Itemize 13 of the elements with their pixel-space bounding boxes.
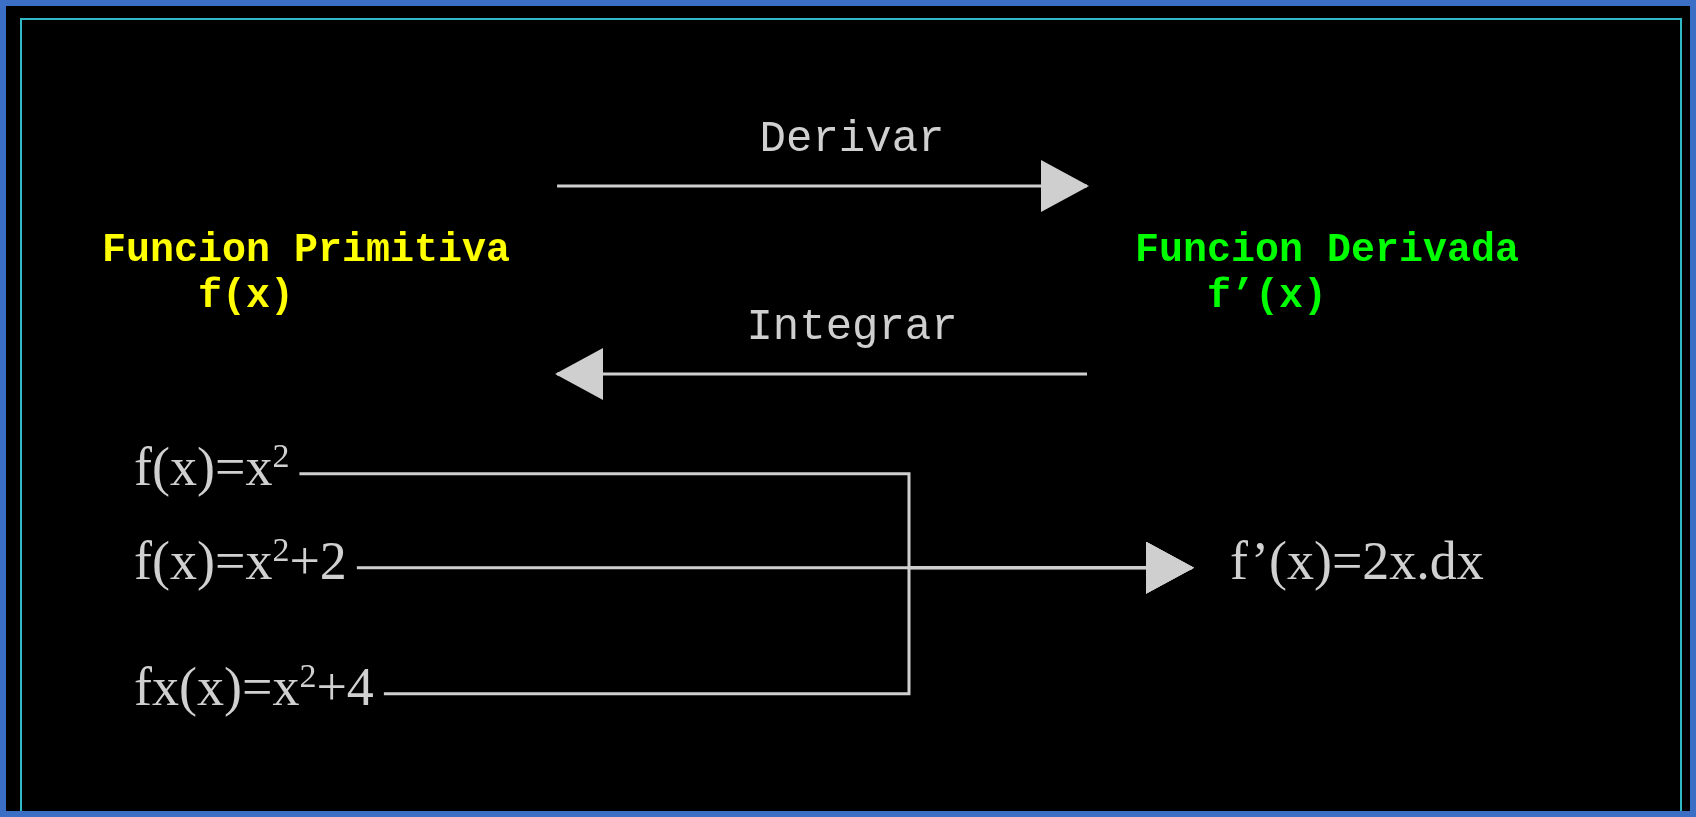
edge-label: Derivar bbox=[759, 114, 945, 164]
formula-text: f(x)=x$^{2}$ bbox=[134, 438, 290, 498]
arrow bbox=[557, 160, 1089, 212]
arrow bbox=[383, 541, 1194, 696]
arrow bbox=[555, 348, 1087, 400]
formula-text: f(x)=x$^{2}$+2 bbox=[134, 532, 347, 592]
heading-text: Funcion Primitiva bbox=[102, 228, 511, 274]
formula-text: f’(x)=2x.dx bbox=[1230, 532, 1484, 592]
edge-label: Integrar bbox=[746, 302, 958, 352]
heading-text: Funcion Derivada bbox=[1135, 228, 1520, 274]
function-label: f’(x) bbox=[1207, 274, 1328, 320]
function-label: f(x) bbox=[198, 274, 295, 320]
formula-text: fx(x)=x$^{2}$+4 bbox=[134, 658, 374, 718]
